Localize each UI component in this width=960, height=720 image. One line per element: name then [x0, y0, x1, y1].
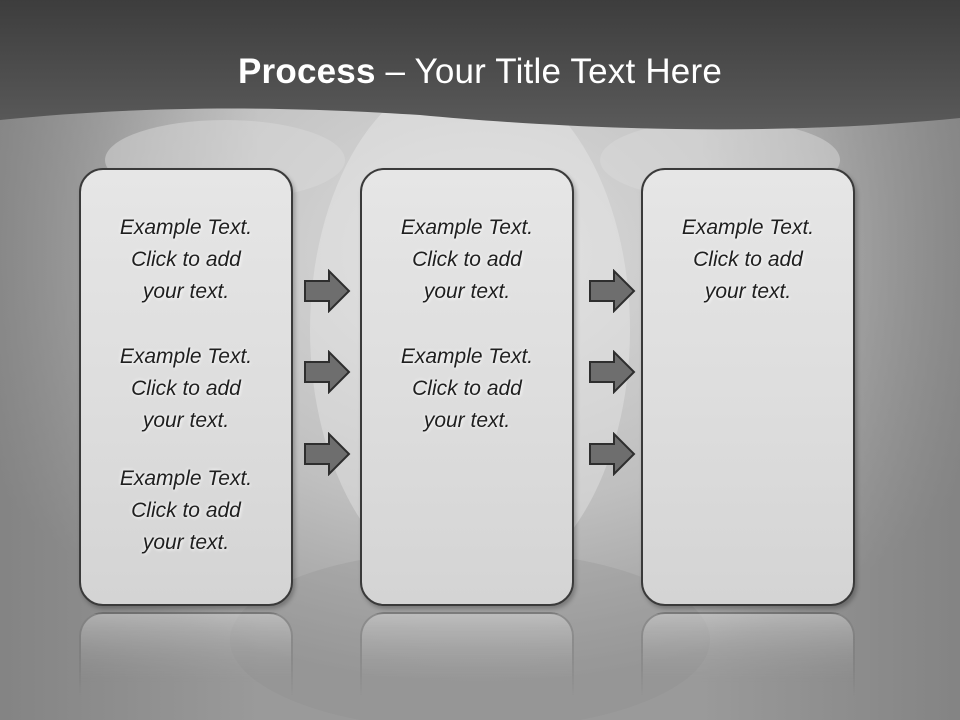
right-arrow-icon[interactable]	[303, 432, 351, 476]
header-band	[0, 0, 960, 130]
text-line: Example Text.	[400, 216, 534, 239]
text-block[interactable]: Example Text. Click to add your text.	[362, 341, 572, 437]
text-line: Example Text.	[119, 345, 253, 368]
text-line: your text.	[423, 280, 511, 303]
text-line: Click to add	[412, 248, 522, 271]
title-rest-text: – Your Title Text Here	[375, 52, 722, 91]
text-line: your text.	[704, 280, 792, 303]
text-line: Example Text.	[119, 467, 253, 490]
text-line: Click to add	[131, 248, 241, 271]
text-line: Example Text.	[119, 216, 253, 239]
right-arrow-icon[interactable]	[303, 350, 351, 394]
text-block[interactable]: Example Text. Click to add your text.	[81, 341, 291, 437]
right-arrow-icon[interactable]	[588, 269, 636, 313]
text-line: Click to add	[131, 377, 241, 400]
text-line: your text.	[142, 409, 230, 432]
slide-title[interactable]: Process – Your Title Text Here	[0, 52, 960, 92]
text-block[interactable]: Example Text. Click to add your text.	[81, 463, 291, 559]
text-block[interactable]: Example Text. Click to add your text.	[81, 212, 291, 308]
text-line: your text.	[423, 409, 511, 432]
process-box-1[interactable]: Example Text. Click to add your text. Ex…	[79, 168, 293, 606]
right-arrow-icon[interactable]	[588, 350, 636, 394]
text-line: your text.	[142, 531, 230, 554]
process-box-2[interactable]: Example Text. Click to add your text. Ex…	[360, 168, 574, 606]
text-line: your text.	[142, 280, 230, 303]
text-block[interactable]: Example Text. Click to add your text.	[643, 212, 853, 308]
text-line: Example Text.	[400, 345, 534, 368]
text-line: Example Text.	[681, 216, 815, 239]
process-box-3[interactable]: Example Text. Click to add your text.	[641, 168, 855, 606]
box-reflection-3	[641, 612, 855, 720]
text-line: Click to add	[131, 499, 241, 522]
right-arrow-icon[interactable]	[303, 269, 351, 313]
text-line: Click to add	[693, 248, 803, 271]
text-line: Click to add	[412, 377, 522, 400]
title-bold-text: Process	[238, 52, 376, 91]
right-arrow-icon[interactable]	[588, 432, 636, 476]
box-reflection-1	[79, 612, 293, 720]
box-reflection-2	[360, 612, 574, 720]
text-block[interactable]: Example Text. Click to add your text.	[362, 212, 572, 308]
